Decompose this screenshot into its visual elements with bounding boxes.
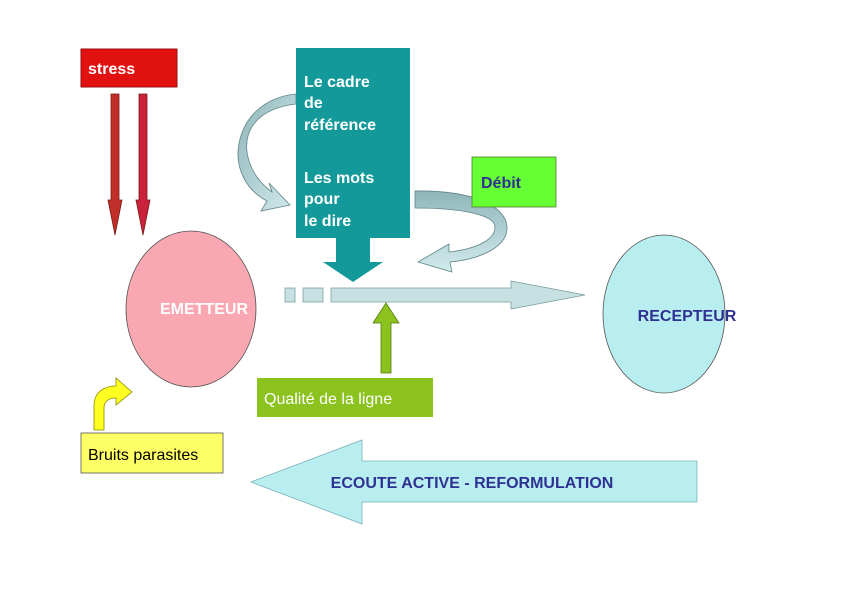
stress-arrow-right (135, 93, 151, 236)
emetteur-label: EMETTEUR (160, 301, 248, 318)
frame-line-3: référence (304, 117, 376, 134)
stress-label: stress (88, 61, 135, 78)
ligne-box (257, 378, 433, 417)
ligne-up-arrow (372, 302, 400, 374)
frame-line-1: Le cadre (304, 74, 370, 91)
frame-line-2: de (304, 95, 323, 112)
debit-curved-arrow (414, 190, 508, 273)
debit-label: Débit (481, 175, 522, 192)
recepteur-label: RECEPTEUR (638, 308, 737, 325)
flow-dash-2 (302, 287, 324, 303)
frame-line-4: Les mots (304, 170, 374, 187)
bruits-box (80, 432, 224, 474)
flow-dash-1 (284, 287, 296, 303)
ecoute-label: ECOUTE ACTIVE - REFORMULATION (331, 475, 614, 492)
debit-box (471, 156, 557, 208)
flow-arrow (330, 280, 586, 310)
stress-box (80, 48, 178, 88)
frame-box (296, 48, 410, 238)
bruits-label: Bruits parasites (88, 447, 198, 464)
reference-curved-arrow (237, 93, 297, 212)
emetteur-circle (125, 230, 257, 388)
ligne-label: Qualité de la ligne (264, 391, 392, 408)
frame-down-arrow (323, 238, 383, 282)
stress-arrow-left (107, 93, 123, 236)
ecoute-arrow (249, 439, 698, 525)
recepteur-circle (602, 234, 726, 394)
frame-line-6: le dire (304, 213, 351, 230)
frame-text: Le cadre de référence Les mots pour le d… (304, 74, 381, 230)
bruits-curved-arrow (93, 377, 133, 431)
frame-line-5: pour (304, 191, 340, 208)
